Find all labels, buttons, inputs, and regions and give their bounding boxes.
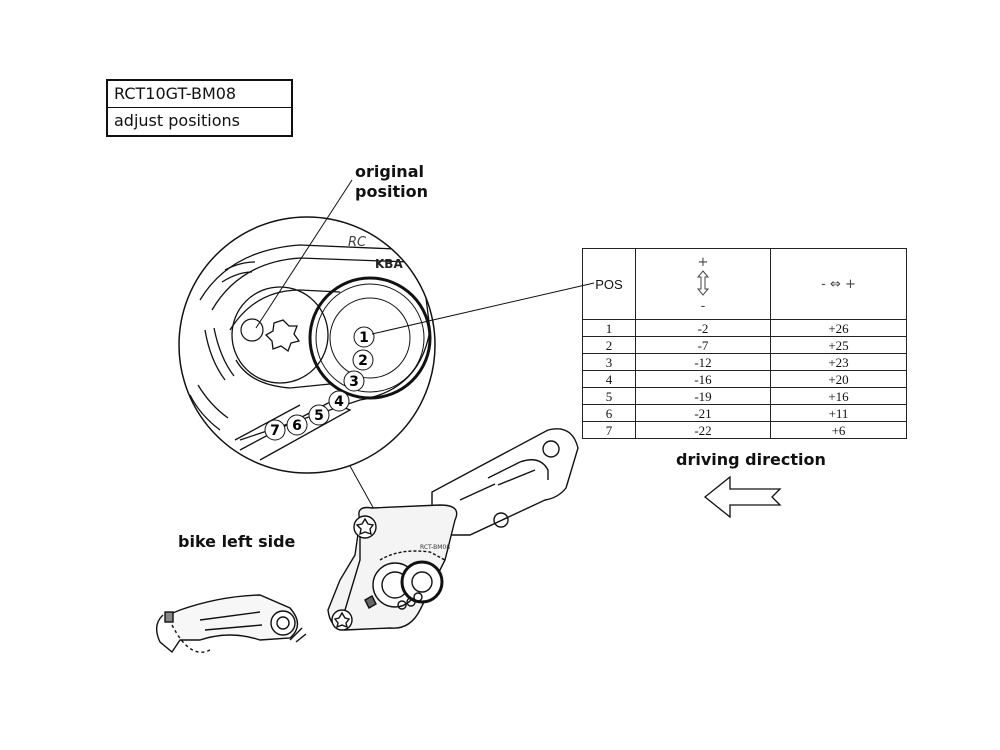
bracket-logo: RCT-BM08 [420, 544, 450, 551]
cell-vertical: -16 [635, 370, 771, 388]
table-row: 4-16+20 [582, 370, 907, 388]
original-label-line2: position [355, 182, 428, 201]
cell-pos: 7 [582, 421, 636, 439]
bike-side-label: bike left side [178, 532, 296, 551]
cell-vertical: -12 [635, 353, 771, 371]
table-leader-line [371, 282, 595, 335]
cell-horizontal: +11 [770, 404, 907, 422]
cell-pos: 4 [582, 370, 636, 388]
cell-pos: 5 [582, 387, 636, 405]
table-row: 2-7+25 [582, 336, 907, 354]
up-down-arrow-icon [696, 269, 710, 296]
left-right-arrow-icon: - ⇔ + [821, 277, 856, 292]
cell-pos: 3 [582, 353, 636, 371]
detail-logo-rc: RC [348, 235, 367, 250]
position-1: 1 [359, 330, 369, 346]
cell-horizontal: +26 [770, 319, 907, 337]
detail-logo-kba: KBA [375, 257, 403, 271]
cell-horizontal: +23 [770, 353, 907, 371]
subtitle: adjust positions [114, 111, 240, 130]
header-vertical-minus: - [700, 298, 706, 314]
cell-pos: 1 [582, 319, 636, 337]
cell-vertical: -21 [635, 404, 771, 422]
original-position-label: original position [355, 162, 428, 202]
table-header-row: POS + - - ⇔ + [582, 248, 907, 320]
cell-vertical: -2 [635, 319, 771, 337]
cell-pos: 6 [582, 404, 636, 422]
cell-horizontal: +25 [770, 336, 907, 354]
part-number: RCT10GT-BM08 [108, 81, 291, 108]
table-row: 1-2+26 [582, 319, 907, 337]
cell-vertical: -7 [635, 336, 771, 354]
cell-horizontal: +6 [770, 421, 907, 439]
position-3: 3 [349, 374, 359, 390]
table-row: 5-19+16 [582, 387, 907, 405]
position-5: 5 [314, 408, 324, 424]
driving-direction-label: driving direction [676, 450, 826, 469]
detail-view: RC KBA 1 2 3 4 5 6 7 [178, 216, 436, 474]
position-4: 4 [334, 394, 344, 410]
position-6: 6 [292, 418, 302, 434]
table-row: 3-12+23 [582, 353, 907, 371]
title-box: RCT10GT-BM08 adjust positions [106, 79, 293, 137]
header-horizontal: - ⇔ + [770, 248, 907, 320]
cell-horizontal: +16 [770, 387, 907, 405]
table-row: 6-21+11 [582, 404, 907, 422]
position-2: 2 [358, 353, 368, 369]
star-bolt-icon [264, 319, 301, 353]
header-vertical: + - [635, 248, 771, 320]
arrow-left-icon [703, 475, 782, 519]
cell-vertical: -19 [635, 387, 771, 405]
table-row: 7-22+6 [582, 421, 907, 439]
position-7: 7 [270, 423, 280, 439]
original-label-line1: original [355, 162, 424, 181]
cell-pos: 2 [582, 336, 636, 354]
header-pos: POS [582, 248, 636, 320]
original-leader-line [255, 179, 353, 329]
cell-horizontal: +20 [770, 370, 907, 388]
position-markers: 1 2 3 4 5 6 7 [264, 326, 375, 441]
rearset-bracket [155, 428, 579, 654]
header-vertical-plus: + [697, 254, 709, 270]
cell-vertical: -22 [635, 421, 771, 439]
